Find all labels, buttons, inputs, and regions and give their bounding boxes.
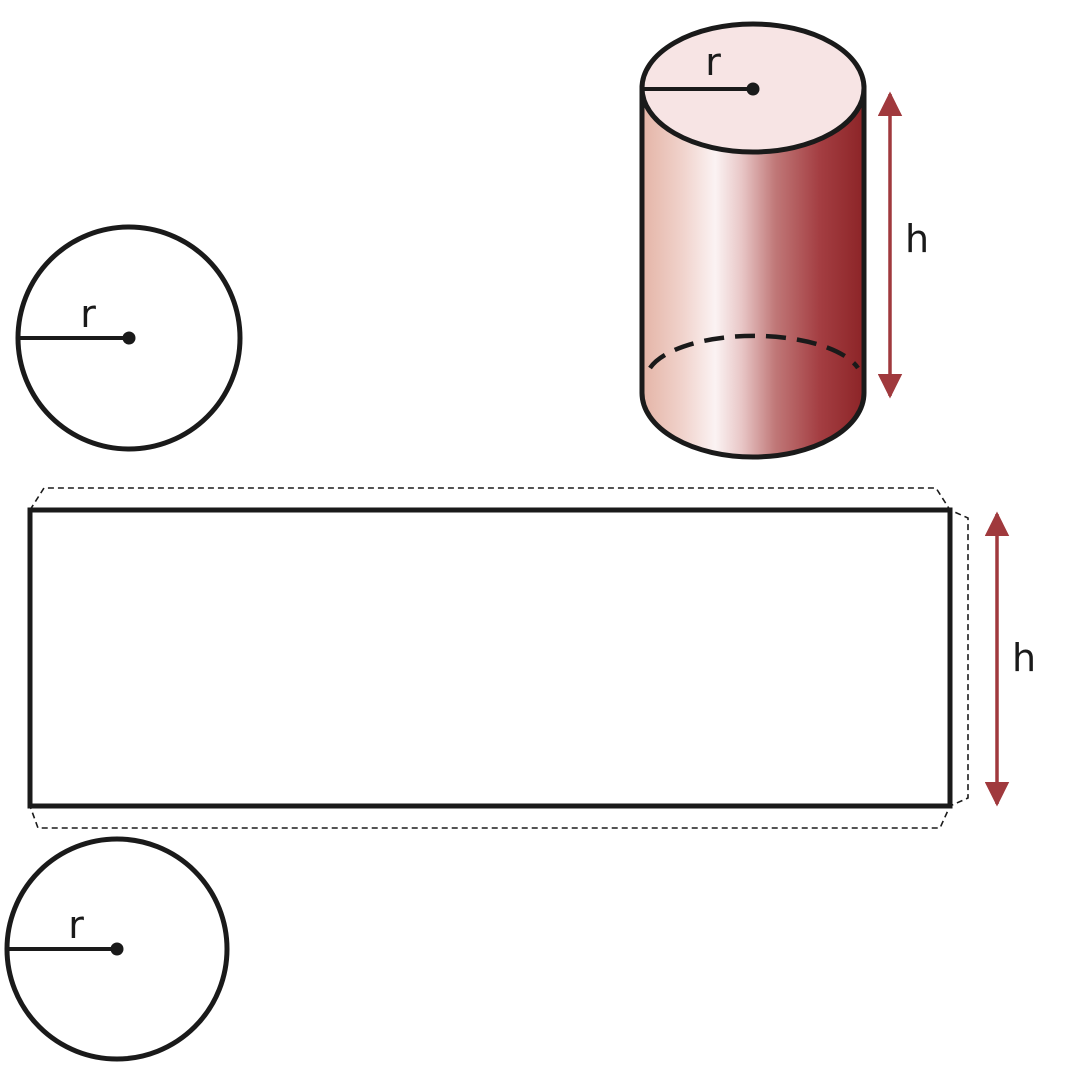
cylinder-height-label: h — [905, 217, 929, 261]
cylinder-center-dot — [746, 82, 760, 96]
net-bottom-circle: r — [4, 836, 230, 1062]
top-circle-radius-label: r — [80, 292, 96, 336]
cylinder-3d: r h — [639, 21, 929, 460]
rectangle-height-label: h — [1012, 636, 1036, 680]
top-circle-center-dot — [122, 331, 136, 345]
rectangle-tab-outline — [29, 487, 969, 829]
rectangle-outline — [27, 507, 953, 809]
cylinder-bottom-hidden-edge — [648, 333, 860, 370]
cylinder-side — [639, 85, 867, 460]
net-rectangle: h — [27, 487, 1036, 829]
cylinder-radius-label: r — [705, 40, 721, 84]
bottom-circle-radius-label: r — [68, 903, 84, 947]
bottom-circle-center-dot — [110, 942, 124, 956]
net-top-circle: r — [15, 224, 243, 452]
